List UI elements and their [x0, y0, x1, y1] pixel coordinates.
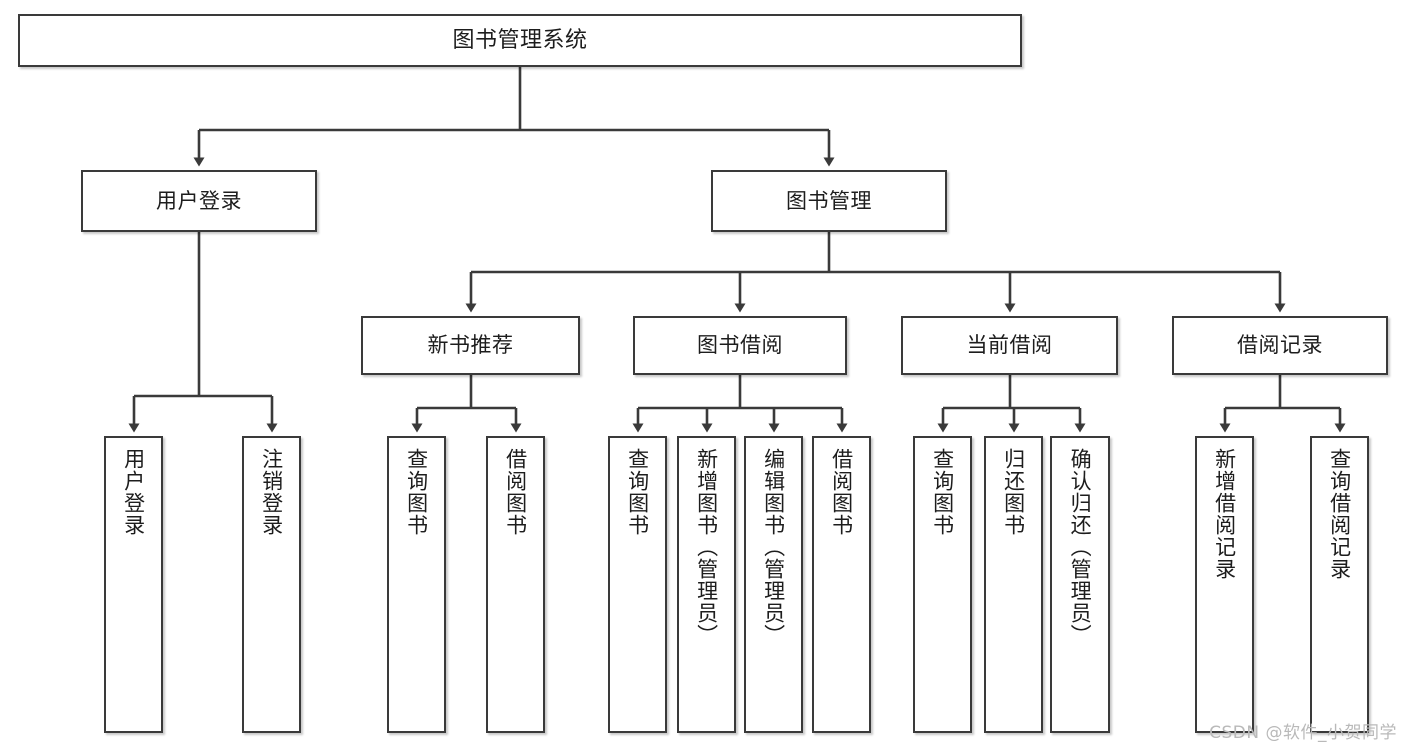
node-leaf-query-record[interactable]: 查询借阅记录	[1310, 436, 1369, 733]
node-book-borrow[interactable]: 图书借阅	[633, 316, 847, 375]
node-label: 新增图书（管理员）	[694, 448, 719, 646]
node-label: 查询借阅记录	[1327, 448, 1352, 580]
node-label: 图书管理	[786, 188, 872, 213]
node-current-borrow[interactable]: 当前借阅	[901, 316, 1118, 375]
node-label: 归还图书	[1001, 448, 1026, 536]
node-leaf-query-book-cur[interactable]: 查询图书	[913, 436, 972, 733]
node-label: 新增借阅记录	[1212, 448, 1237, 580]
node-label: 借阅记录	[1237, 333, 1323, 358]
node-root[interactable]: 图书管理系统	[18, 14, 1022, 67]
node-leaf-add-book[interactable]: 新增图书（管理员）	[677, 436, 736, 733]
node-label: 用户登录	[121, 448, 146, 536]
node-leaf-query-book-borrow[interactable]: 查询图书	[608, 436, 667, 733]
node-label: 图书借阅	[697, 333, 783, 358]
node-new-book-recommend[interactable]: 新书推荐	[361, 316, 580, 375]
node-user-login[interactable]: 用户登录	[81, 170, 317, 232]
node-leaf-borrow-book-rec[interactable]: 借阅图书	[486, 436, 545, 733]
node-label: 当前借阅	[966, 333, 1053, 358]
node-leaf-add-record[interactable]: 新增借阅记录	[1195, 436, 1254, 733]
node-label: 借阅图书	[829, 448, 854, 536]
node-leaf-borrow-book[interactable]: 借阅图书	[812, 436, 871, 733]
node-label: 注销登录	[259, 448, 284, 536]
node-label: 查询图书	[625, 448, 650, 536]
watermark: CSDN @软件_小贺同学	[1209, 723, 1397, 743]
node-leaf-user-login[interactable]: 用户登录	[104, 436, 163, 733]
node-label: 确认归还（管理员）	[1068, 448, 1093, 646]
node-label: 编辑图书（管理员）	[761, 448, 786, 646]
node-label: 查询图书	[404, 448, 429, 536]
node-label: 借阅图书	[503, 448, 528, 536]
node-leaf-logout[interactable]: 注销登录	[242, 436, 301, 733]
node-leaf-edit-book[interactable]: 编辑图书（管理员）	[744, 436, 803, 733]
node-label: 用户登录	[156, 188, 242, 213]
node-borrow-record[interactable]: 借阅记录	[1172, 316, 1388, 375]
node-book-manage[interactable]: 图书管理	[711, 170, 947, 232]
node-leaf-return-book[interactable]: 归还图书	[984, 436, 1043, 733]
node-leaf-query-book-rec[interactable]: 查询图书	[387, 436, 446, 733]
node-label: 新书推荐	[427, 333, 514, 358]
node-label: 查询图书	[930, 448, 955, 536]
node-leaf-confirm-return[interactable]: 确认归还（管理员）	[1050, 436, 1110, 733]
node-label: 图书管理系统	[452, 27, 588, 53]
